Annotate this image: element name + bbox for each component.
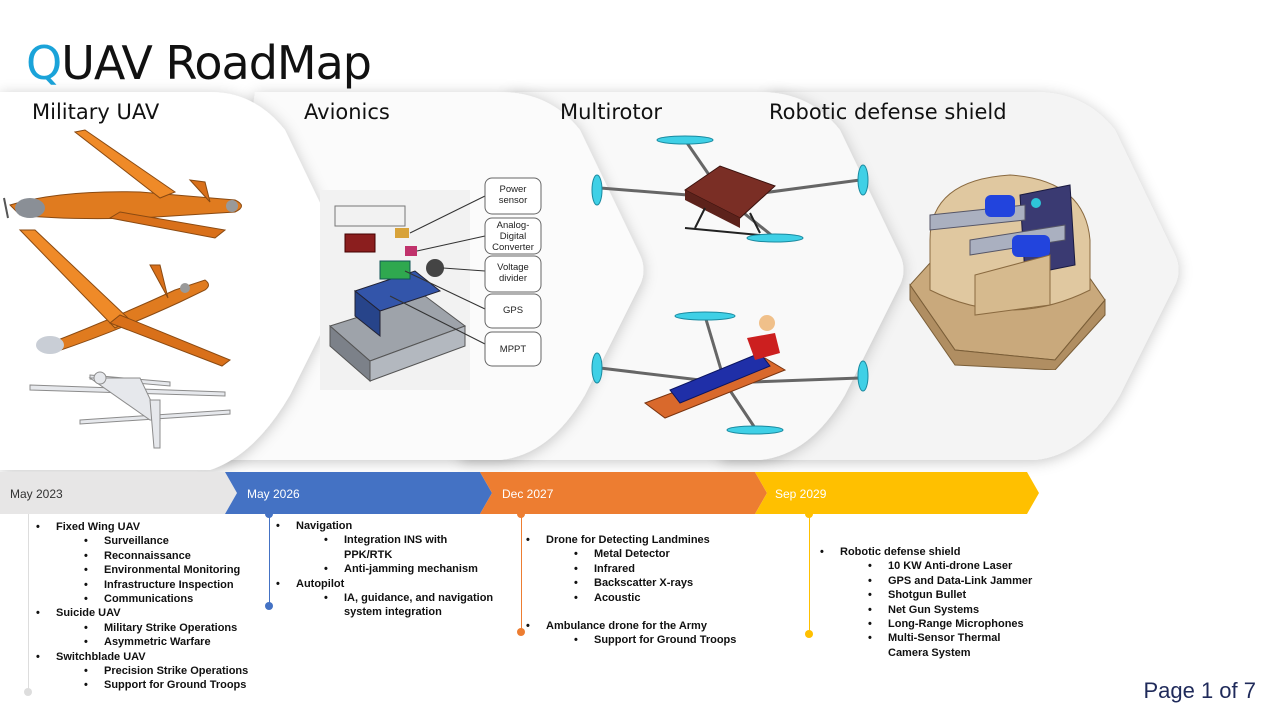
- connector-dot-2: [265, 602, 273, 610]
- timeline-date-4: Sep 2029: [775, 487, 827, 501]
- list-subitem: Long-Range Microphones: [868, 617, 1060, 632]
- title-accent: Q: [26, 36, 62, 90]
- list-item: Switchblade UAV Precision Strike Operati…: [36, 650, 256, 694]
- timeline-segment-sep-2029: [755, 472, 1039, 514]
- list-item: Fixed Wing UAV Surveillance Reconnaissan…: [36, 520, 256, 607]
- list-item: Navigation Integration INS with PPK/RTK …: [276, 519, 496, 577]
- list-subitem: Integration INS with PPK/RTK: [324, 533, 496, 562]
- connector-dot-2-top: [265, 510, 273, 518]
- section-title-avionics: Avionics: [304, 100, 390, 124]
- timeline-segment-dec-2027: [480, 472, 767, 514]
- timeline-segment-may-2026: [225, 472, 492, 514]
- list-subitem: Support for Ground Troops: [574, 633, 766, 648]
- connector-dot-1: [24, 688, 32, 696]
- connector-dot-4: [805, 630, 813, 638]
- avionics-label-power-sensor: Power sensor: [498, 184, 528, 206]
- list-item: Suicide UAV Military Strike Operations A…: [36, 606, 256, 650]
- timeline-date-1: May 2023: [10, 487, 63, 501]
- multirotor-illustration: [591, 135, 869, 435]
- list-subitem: Military Strike Operations: [84, 621, 256, 636]
- list-subitem: Infrared: [574, 562, 766, 577]
- connector-dot-4-top: [805, 510, 813, 518]
- avionics-label-adc: Analog-Digital Converter: [492, 220, 534, 253]
- title-rest: UAV RoadMap: [61, 36, 372, 90]
- timeline-date-3: Dec 2027: [502, 487, 554, 501]
- timeline-date-2: May 2026: [247, 487, 300, 501]
- list-subitem: Backscatter X-rays: [574, 576, 766, 591]
- milestone-2023-list: Fixed Wing UAV Surveillance Reconnaissan…: [36, 520, 256, 693]
- milestone-2027-list: Drone for Detecting Landmines Metal Dete…: [526, 533, 766, 648]
- list-subitem: Reconnaissance: [84, 549, 256, 564]
- section-title-military-uav: Military UAV: [32, 100, 160, 124]
- milestone-2029-list: Robotic defense shield 10 KW Anti-drone …: [820, 545, 1060, 660]
- timeline-bar: [0, 472, 1039, 514]
- list-subitem: GPS and Data-Link Jammer: [868, 574, 1060, 589]
- connector-line-3: [521, 514, 522, 632]
- list-subitem: Shotgun Bullet: [868, 588, 1060, 603]
- list-subitem: Asymmetric Warfare: [84, 635, 256, 650]
- list-subitem: Multi-Sensor Thermal Camera System: [868, 631, 1018, 660]
- avionics-label-voltage-divider: Voltage divider: [497, 262, 529, 284]
- avionics-label-mppt: MPPT: [499, 344, 527, 355]
- connector-dot-3: [517, 628, 525, 636]
- list-item: Drone for Detecting Landmines Metal Dete…: [526, 533, 766, 605]
- section-title-multirotor: Multirotor: [560, 100, 663, 124]
- page-number: Page 1 of 7: [1143, 678, 1256, 703]
- avionics-label-gps: GPS: [502, 305, 524, 316]
- list-subitem: Communications: [84, 592, 256, 607]
- avionics-illustration: [320, 177, 542, 390]
- list-item: Robotic defense shield 10 KW Anti-drone …: [820, 545, 1060, 660]
- milestone-2026-list: Navigation Integration INS with PPK/RTK …: [276, 519, 496, 620]
- list-subitem: Surveillance: [84, 534, 256, 549]
- connector-line-2: [269, 514, 270, 606]
- list-subitem: Metal Detector: [574, 547, 766, 562]
- page-title: QUAV RoadMap: [26, 36, 372, 90]
- list-item: Autopilot IA, guidance, and navigation s…: [276, 577, 496, 620]
- military-uav-illustration: [3, 129, 242, 449]
- list-subitem: 10 KW Anti-drone Laser: [868, 559, 1060, 574]
- timeline-segment-may-2023: [0, 472, 237, 514]
- list-subitem: Net Gun Systems: [868, 603, 1060, 618]
- list-subitem: Anti-jamming mechanism: [324, 562, 496, 577]
- list-subitem: Support for Ground Troops: [84, 678, 256, 693]
- list-subitem: Environmental Monitoring: [84, 563, 256, 578]
- section-title-robotic-shield: Robotic defense shield: [769, 100, 1007, 124]
- spacer: [526, 605, 766, 619]
- list-subitem: Precision Strike Operations: [84, 664, 256, 679]
- connector-dot-3-top: [517, 510, 525, 518]
- robotic-shield-illustration: [909, 174, 1106, 370]
- connector-line-4: [809, 514, 810, 634]
- list-subitem: IA, guidance, and navigation system inte…: [324, 591, 494, 620]
- list-item: Ambulance drone for the Army Support for…: [526, 619, 766, 648]
- connector-line-1: [28, 514, 29, 690]
- list-subitem: Acoustic: [574, 591, 766, 606]
- list-subitem: Infrastructure Inspection: [84, 578, 256, 593]
